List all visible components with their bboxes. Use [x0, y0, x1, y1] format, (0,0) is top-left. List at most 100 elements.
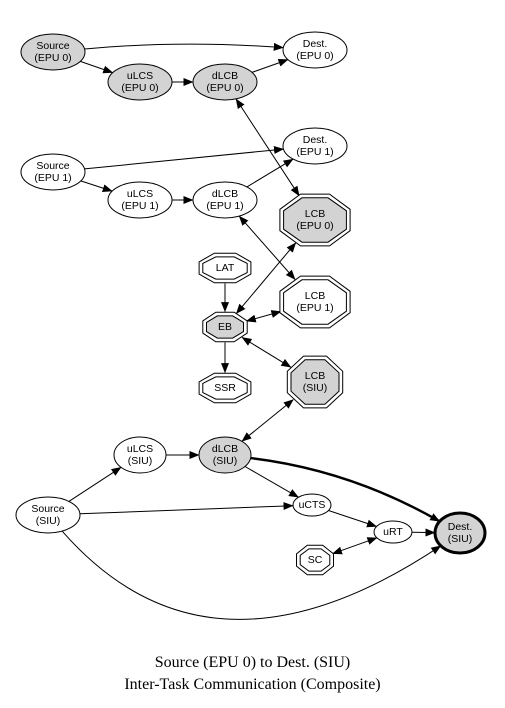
node-dlcb0-shape — [192, 63, 258, 101]
node-ulcs0-label-1: (EPU 0) — [121, 82, 158, 94]
node-ucts-shape — [292, 493, 332, 517]
edge-src0-to-ulcs0 — [80, 60, 114, 74]
node-lcb1-label-1: (EPU 1) — [296, 302, 333, 314]
edge-lcb1-to-eb — [245, 310, 282, 323]
node-ulcs1-label-0: uLCS — [127, 188, 153, 200]
node-dlcb0-label-1: (EPU 0) — [206, 82, 243, 94]
edge-ucts-to-urt — [328, 510, 377, 528]
node-sc-label-0: SC — [308, 554, 323, 566]
node-ucts: uCTS — [292, 493, 332, 517]
node-lcb0-label-0: LCB — [305, 208, 325, 220]
node-ulcs1: uLCS(EPU 1) — [107, 181, 173, 219]
node-ucts-label-0: uCTS — [299, 499, 326, 511]
nodes-layer: Source(EPU 0)Dest.(EPU 0)uLCS(EPU 0)dLCB… — [15, 31, 487, 576]
node-ssr: SSR — [198, 372, 252, 404]
node-dest1-label-0: Dest. — [303, 134, 328, 146]
node-src0-label-1: (EPU 0) — [34, 52, 71, 64]
node-lat: LAT — [198, 252, 252, 284]
node-eb-inner-octagon — [206, 315, 244, 339]
edge-srcsiu-to-destsiu — [61, 530, 442, 620]
node-destsiu-label-0: Dest. — [448, 521, 473, 533]
node-src1-shape — [20, 153, 86, 191]
edge-dlcbsiu-to-destsiu — [250, 456, 441, 523]
node-ulcs1-shape — [107, 181, 173, 219]
edge-dlcb0-to-dest0 — [251, 59, 289, 73]
edge-srcsiu-to-ulcssiu — [68, 466, 122, 502]
node-src1-label-1: (EPU 1) — [34, 172, 71, 184]
edges-layer — [61, 42, 442, 620]
node-dest1-shape — [282, 127, 348, 165]
edge-lcbsiu-to-dlcbsiu — [241, 399, 294, 442]
node-lcb1-inner-octagon — [283, 279, 347, 325]
node-ulcssiu-shape — [113, 436, 167, 474]
node-lcb0-label-1: (EPU 0) — [296, 220, 333, 232]
node-destsiu-shape — [433, 511, 487, 555]
edge-src1-to-ulcs1 — [80, 180, 113, 192]
node-ssr-inner-octagon — [202, 376, 248, 400]
node-lcbsiu-inner-octagon — [290, 359, 340, 405]
node-dest1: Dest.(EPU 1) — [282, 127, 348, 165]
node-lat-inner-octagon — [202, 256, 248, 280]
node-src1-label-0: Source — [36, 160, 69, 172]
edge-srcsiu-to-ucts — [79, 502, 294, 515]
node-dlcb1-shape — [192, 181, 258, 219]
node-dest0-label-0: Dest. — [303, 38, 328, 50]
node-eb: EB — [202, 311, 248, 343]
node-urt-shape — [373, 520, 413, 544]
node-urt: uRT — [373, 520, 413, 544]
node-eb-label-0: EB — [218, 321, 232, 333]
node-lcbsiu-label-1: (SIU) — [303, 382, 328, 394]
node-sc: SC — [296, 544, 334, 576]
edge-src0-to-dest0 — [84, 42, 284, 51]
node-dlcb1-label-0: dLCB — [212, 188, 238, 200]
node-dest1-label-1: (EPU 1) — [296, 146, 333, 158]
communication-graph: Source(EPU 0)Dest.(EPU 0)uLCS(EPU 0)dLCB… — [15, 31, 487, 620]
node-sc-inner-octagon — [299, 548, 331, 572]
node-dlcb1-label-1: (EPU 1) — [206, 200, 243, 212]
node-destsiu: Dest.(SIU) — [433, 511, 487, 555]
node-src0-shape — [20, 33, 86, 71]
node-ulcssiu-label-0: uLCS — [127, 443, 153, 455]
node-dlcb1: dLCB(EPU 1) — [192, 181, 258, 219]
edge-sc-to-urt — [332, 537, 378, 555]
diagram-caption-subtitle: Inter-Task Communication (Composite) — [124, 676, 381, 693]
edge-src1-to-dest1 — [84, 146, 284, 170]
node-dlcb0-label-0: dLCB — [212, 70, 238, 82]
node-dest0: Dest.(EPU 0) — [282, 31, 348, 69]
node-ulcs0: uLCS(EPU 0) — [107, 63, 173, 101]
edge-dlcb1-to-dest1 — [246, 158, 294, 188]
node-ulcs1-label-1: (EPU 1) — [121, 200, 158, 212]
node-lcbsiu-label-0: LCB — [305, 370, 325, 382]
node-ulcssiu: uLCS(SIU) — [113, 436, 167, 474]
node-dlcb0: dLCB(EPU 0) — [192, 63, 258, 101]
node-dlcbsiu-label-1: (SIU) — [213, 455, 238, 467]
node-src0-label-0: Source — [36, 40, 69, 52]
node-lcb0: LCB(EPU 0) — [279, 193, 351, 247]
node-src0: Source(EPU 0) — [20, 33, 86, 71]
node-urt-label-0: uRT — [383, 526, 403, 538]
node-dest0-shape — [282, 31, 348, 69]
node-dlcbsiu-shape — [198, 436, 252, 474]
edge-dlcbsiu-to-ucts — [244, 466, 299, 498]
node-dlcbsiu: dLCB(SIU) — [198, 436, 252, 474]
node-lat-label-0: LAT — [216, 262, 235, 274]
node-lcb1-label-0: LCB — [305, 290, 325, 302]
node-srcsiu-shape — [15, 496, 81, 534]
node-lcb0-inner-octagon — [283, 197, 347, 243]
node-dest0-label-1: (EPU 0) — [296, 50, 333, 62]
edge-lcb0-to-eb — [235, 242, 297, 314]
diagram-caption-title: Source (EPU 0) to Dest. (SIU) — [154, 654, 351, 671]
node-srcsiu-label-0: Source — [31, 503, 64, 515]
node-ulcs0-label-0: uLCS — [127, 70, 153, 82]
node-src1: Source(EPU 1) — [20, 153, 86, 191]
edge-eb-to-lcbsiu — [241, 336, 292, 368]
node-lcb1: LCB(EPU 1) — [279, 275, 351, 329]
node-ulcssiu-label-1: (SIU) — [128, 455, 153, 467]
node-srcsiu: Source(SIU) — [15, 496, 81, 534]
node-destsiu-label-1: (SIU) — [448, 533, 473, 545]
node-ssr-label-0: SSR — [214, 382, 236, 394]
node-ulcs0-shape — [107, 63, 173, 101]
node-lcbsiu: LCB(SIU) — [286, 355, 344, 409]
node-dlcbsiu-label-0: dLCB — [212, 443, 238, 455]
edge-dlcb0-to-lcb0 — [235, 98, 300, 197]
